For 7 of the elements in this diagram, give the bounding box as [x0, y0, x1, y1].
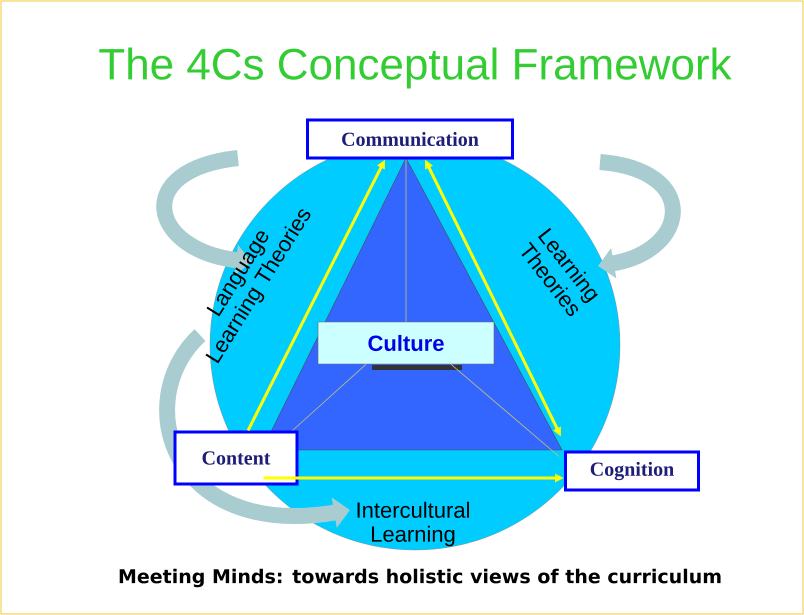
label-box: Content — [174, 430, 298, 486]
label-box: Communication — [306, 118, 514, 160]
label-box: Cognition — [564, 450, 700, 492]
region-label: Intercultural Learning — [358, 502, 469, 546]
label-box: Culture — [318, 322, 494, 364]
caption: Meeting Minds: towards holistic views of the curriculum — [120, 568, 721, 588]
title: The 4Cs Conceptual Framework — [99, 48, 732, 88]
